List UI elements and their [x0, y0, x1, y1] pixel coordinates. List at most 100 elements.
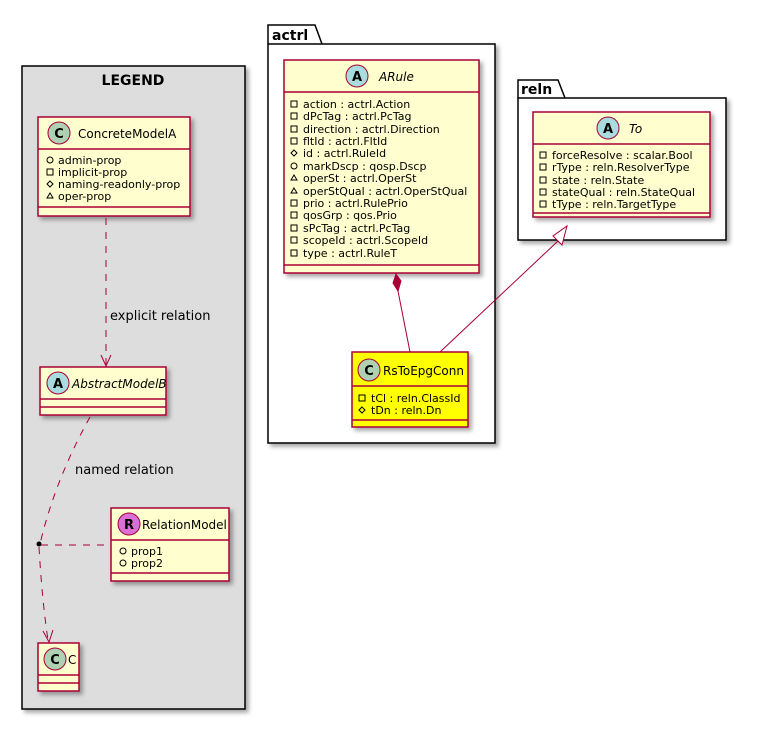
- class-a-glyph: A: [352, 70, 362, 85]
- arule-attr-row: id : actrl.RuleId: [290, 147, 386, 160]
- attr-dpctag: dPcTag : actrl.PcTag: [303, 110, 411, 123]
- attr-operst: operSt : actrl.OperSt: [303, 172, 417, 185]
- class-c-icon: [43, 647, 67, 671]
- attr-action: action : actrl.Action: [303, 98, 410, 111]
- class-concrete-model-a[interactable]: C ConcreteModelA admin-prop implicit-pro…: [37, 116, 191, 217]
- arule-name: ARule: [378, 70, 414, 84]
- class-r-glyph: R: [124, 518, 134, 533]
- concrete-attr-row: admin-prop: [46, 154, 121, 167]
- attr-oper-prop: oper-prop: [58, 190, 111, 203]
- inheritance-triangle-icon: [552, 224, 568, 246]
- attr-id: id : actrl.RuleId: [303, 147, 386, 160]
- attr-direction: direction : actrl.Direction: [303, 123, 440, 136]
- class-c[interactable]: C C: [37, 642, 80, 692]
- attr-rtype: rType : reln.ResolverType: [552, 161, 690, 174]
- private-visibility-icon: [46, 168, 54, 176]
- to-attr-row: stateQual : reln.StateQual: [539, 186, 695, 199]
- protected-visibility-icon: [290, 149, 298, 157]
- actrl-package-title: actrl: [272, 28, 308, 44]
- to-attr-row: tType : reln.TargetType: [539, 198, 676, 211]
- arule-attr-row: type : actrl.RuleT: [290, 247, 397, 260]
- package-visibility-icon: [290, 174, 298, 181]
- attr-naming-readonly-prop: naming-readonly-prop: [58, 178, 180, 191]
- class-rstoepgconn[interactable]: C RsToEpgConn tCl : reln.ClassId tDn : r…: [351, 351, 469, 428]
- private-visibility-icon: [290, 125, 298, 133]
- private-visibility-icon: [290, 199, 298, 207]
- private-visibility-icon: [539, 163, 547, 171]
- private-visibility-icon: [539, 176, 547, 184]
- attr-state: state : reln.State: [552, 174, 644, 187]
- public-visibility-icon: [46, 156, 54, 164]
- package-visibility-icon: [46, 192, 54, 199]
- private-visibility-icon: [290, 211, 298, 219]
- private-visibility-icon: [290, 137, 298, 145]
- arule-attr-row: sPcTag : actrl.PcTag: [290, 222, 410, 235]
- class-c-glyph: C: [50, 653, 60, 668]
- class-a-icon: [46, 371, 70, 395]
- attr-forceresolve: forceResolve : scalar.Bool: [552, 149, 693, 162]
- attr-statequal: stateQual : reln.StateQual: [552, 186, 695, 199]
- arule-attr-row: operStQual : actrl.OperStQual: [290, 185, 467, 198]
- rstoepgconn-name: RsToEpgConn: [383, 364, 464, 378]
- class-a-glyph: A: [603, 122, 613, 137]
- class-c-icon: [357, 358, 381, 382]
- arule-attr-row: prio : actrl.RulePrio: [290, 197, 408, 210]
- public-visibility-icon: [119, 559, 127, 567]
- class-abstract-model-b[interactable]: A AbstractModelB: [39, 366, 167, 416]
- protected-visibility-icon: [46, 180, 54, 188]
- attr-prop2: prop2: [131, 557, 163, 570]
- class-c-name: C: [68, 653, 76, 667]
- attr-qosgrp: qosGrp : qos.Prio: [303, 209, 397, 222]
- named-relation-label: named relation: [75, 463, 174, 478]
- private-visibility-icon: [290, 224, 298, 232]
- class-arule[interactable]: A ARule action : actrl.Action dPcTag : a…: [283, 59, 480, 274]
- class-c-icon: [47, 121, 71, 145]
- concrete-model-a-name: ConcreteModelA: [78, 127, 177, 141]
- package-visibility-icon: [290, 187, 298, 194]
- attr-tcl: tCl : reln.ClassId: [371, 392, 461, 405]
- to-attr-row: state : reln.State: [539, 174, 644, 187]
- arule-attr-row: scopeId : actrl.ScopeId: [290, 234, 428, 247]
- reln-package-title: reln: [521, 82, 552, 98]
- to-attr-row: forceResolve : scalar.Bool: [539, 149, 693, 162]
- relation-model-name: RelationModel: [142, 518, 227, 532]
- arule-attr-row: fltId : actrl.FltId: [290, 135, 387, 148]
- composition-diamond-icon: [392, 272, 402, 293]
- abstract-model-b-name: AbstractModelB: [71, 377, 167, 391]
- attr-ttype: tType : reln.TargetType: [552, 198, 676, 211]
- private-visibility-icon: [539, 151, 547, 159]
- attr-prop1: prop1: [131, 545, 163, 558]
- class-to[interactable]: A To forceResolve : scalar.Bool rType : …: [532, 111, 711, 218]
- attr-spctag: sPcTag : actrl.PcTag: [303, 222, 410, 235]
- class-a-icon: [596, 116, 620, 140]
- arrow-head-icon: [100, 354, 112, 368]
- class-a-icon: [345, 64, 369, 88]
- attr-implicit-prop: implicit-prop: [58, 166, 127, 179]
- attr-operstqual: operStQual : actrl.OperStQual: [303, 185, 467, 198]
- attr-scopeid: scopeId : actrl.ScopeId: [303, 234, 428, 247]
- association-point: [36, 541, 42, 547]
- private-visibility-icon: [358, 394, 366, 402]
- attr-markdscp: markDscp : qosp.Dscp: [303, 160, 426, 173]
- inheritance-edge: [439, 224, 568, 353]
- class-r-icon: [117, 512, 141, 536]
- rs-attr-row: tCl : reln.ClassId: [358, 392, 461, 405]
- class-c-glyph: C: [54, 127, 64, 142]
- arule-attr-row: direction : actrl.Direction: [290, 123, 440, 136]
- arule-attr-row: markDscp : qosp.Dscp: [290, 160, 426, 173]
- to-name: To: [629, 122, 642, 136]
- private-visibility-icon: [290, 236, 298, 244]
- concrete-attr-row: oper-prop: [46, 190, 111, 203]
- attr-tdn: tDn : reln.Dn: [371, 404, 441, 417]
- private-visibility-icon: [539, 188, 547, 196]
- relation-attr-row: prop1: [119, 545, 163, 558]
- arule-attr-row: dPcTag : actrl.PcTag: [290, 110, 411, 123]
- explicit-relation-label: explicit relation: [110, 309, 210, 324]
- concrete-attr-row: naming-readonly-prop: [46, 178, 180, 191]
- concrete-attr-row: implicit-prop: [46, 166, 127, 179]
- private-visibility-icon: [290, 100, 298, 108]
- class-relation-model[interactable]: R RelationModel prop1 prop2: [110, 507, 230, 582]
- public-visibility-icon: [290, 162, 298, 170]
- composition-edge: [392, 272, 411, 353]
